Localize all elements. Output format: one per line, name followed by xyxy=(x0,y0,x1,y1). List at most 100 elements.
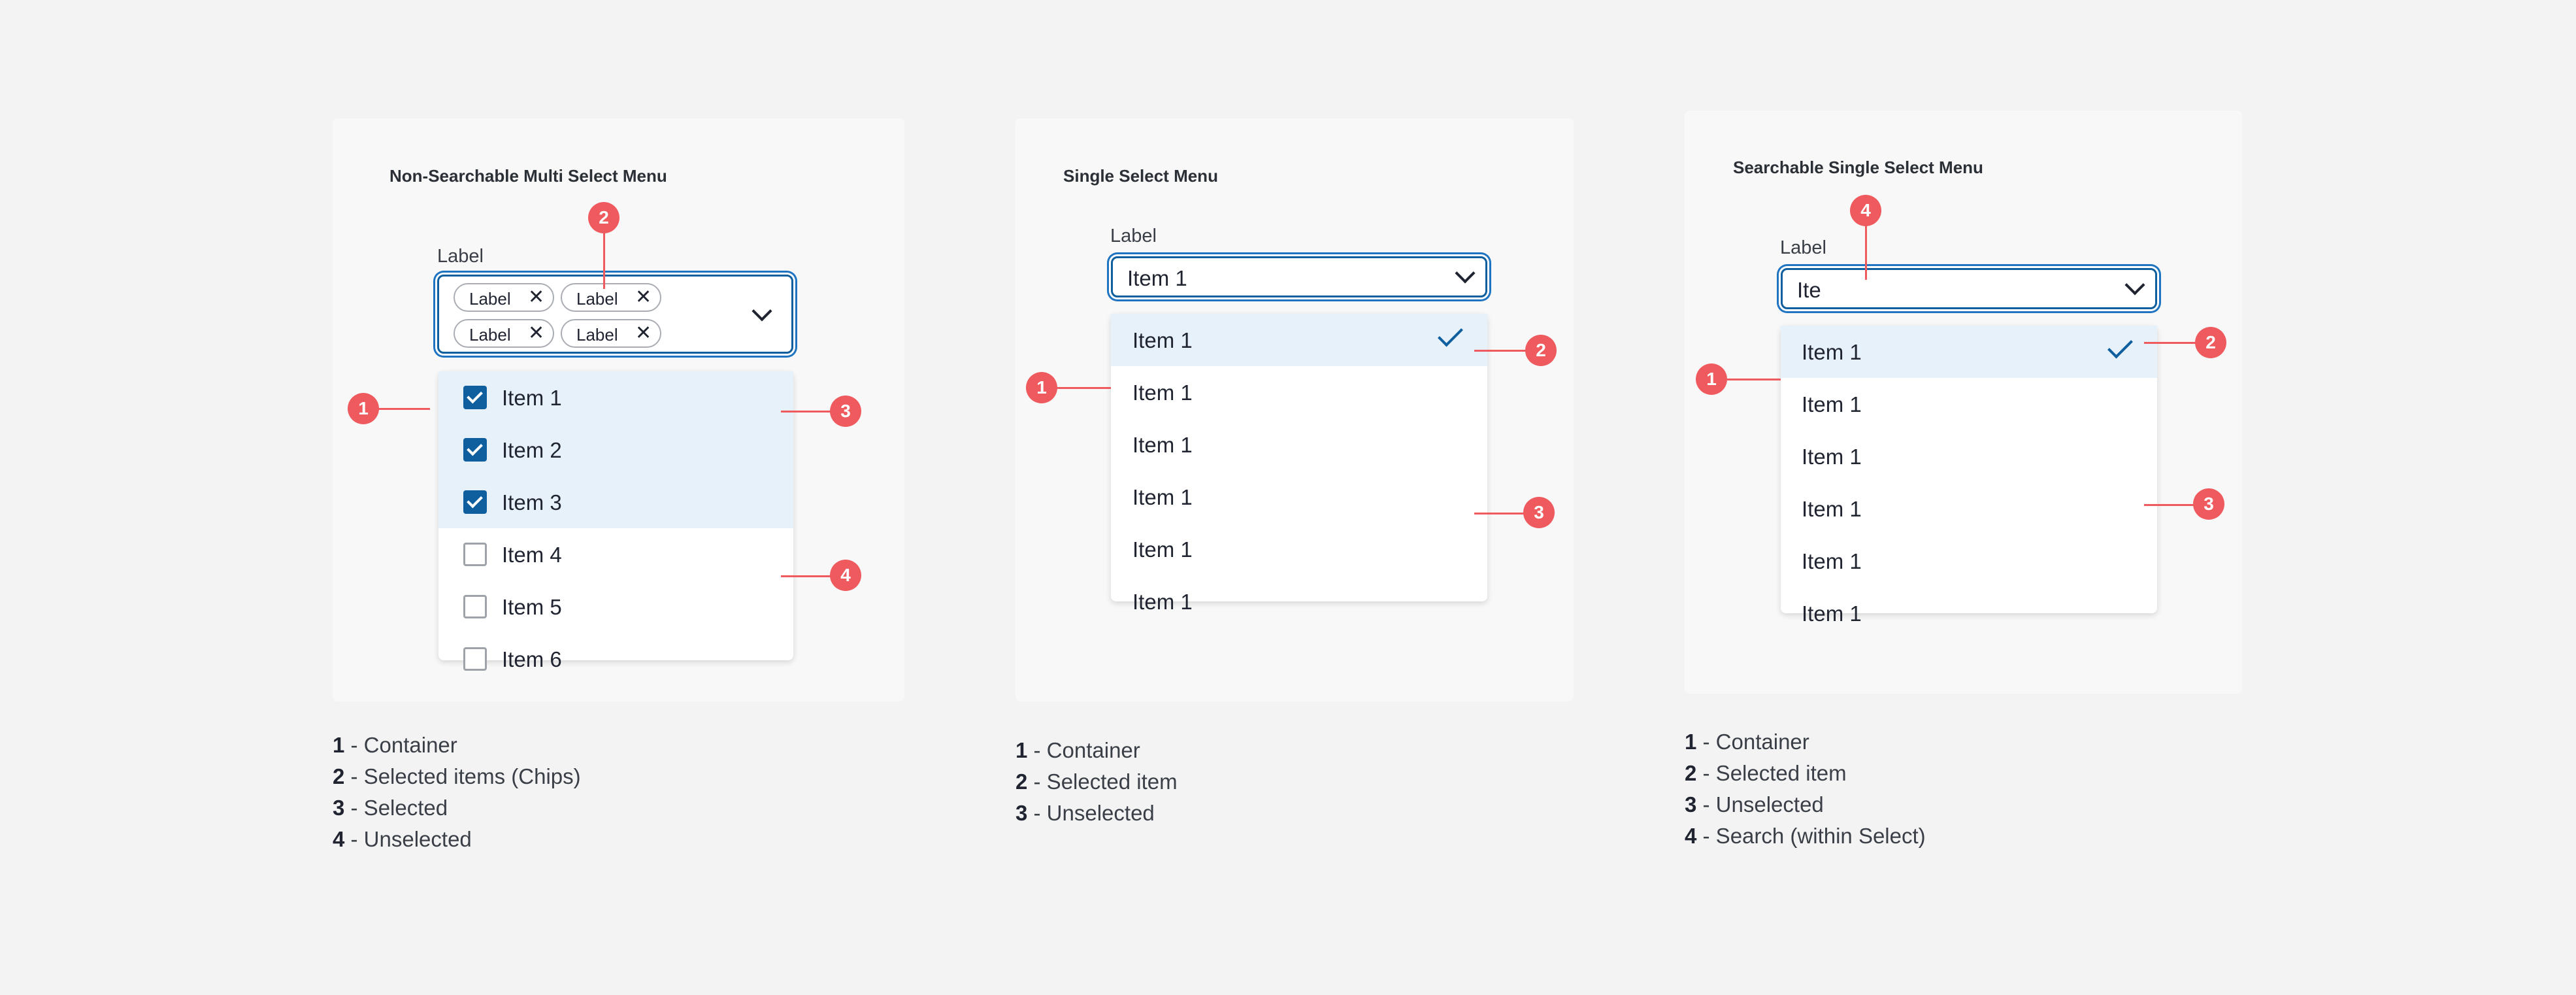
menu-item[interactable]: Item 5 xyxy=(438,581,793,633)
annotation-badge: 1 xyxy=(1026,372,1057,403)
legend-item: 2 - Selected item xyxy=(1016,769,1178,794)
legend: 1 - Container 2 - Selected items (Chips)… xyxy=(333,730,581,855)
legend-item: 4 - Search (within Select) xyxy=(1685,824,1926,848)
menu-item-label: Item 1 xyxy=(1132,328,1193,352)
menu-item[interactable]: Item 1 xyxy=(1781,378,2157,430)
dropdown-menu: Item 1 Item 1 Item 1 Item 1 Item 1 Item … xyxy=(1111,314,1487,614)
menu-item-label: Item 1 xyxy=(1132,380,1193,405)
annotation-line xyxy=(378,408,430,410)
legend: 1 - Container 2 - Selected item 3 - Unse… xyxy=(1016,735,1178,829)
menu-item[interactable]: Item 1 xyxy=(1781,535,2157,587)
annotation-badge: 3 xyxy=(830,396,861,427)
search-value: Ite xyxy=(1797,278,1821,302)
annotation-badge: 1 xyxy=(1696,363,1727,395)
menu-item[interactable]: Item 4 xyxy=(438,528,793,581)
legend-item: 1 - Container xyxy=(1685,730,1809,754)
menu-item[interactable]: Item 1 xyxy=(1781,430,2157,482)
menu-item-label: Item 1 xyxy=(1132,537,1193,562)
annotation-badge: 2 xyxy=(1525,335,1557,366)
chip-label: Label xyxy=(469,289,511,309)
menu-item[interactable]: Item 1 xyxy=(1111,418,1487,471)
menu-item-label: Item 1 xyxy=(1802,340,1862,364)
close-icon[interactable]: ✕ xyxy=(635,286,652,308)
field-label: Label xyxy=(1780,237,1826,258)
menu-item[interactable]: Item 1 xyxy=(1111,366,1487,418)
checkbox-icon[interactable] xyxy=(463,490,487,514)
chip[interactable]: Label ✕ xyxy=(561,283,661,312)
menu-item[interactable]: Item 6 xyxy=(438,633,793,685)
menu-item-label: Item 1 xyxy=(1802,392,1862,416)
annotation-line xyxy=(2144,342,2209,344)
menu-item-label: Item 1 xyxy=(1802,549,1862,573)
annotation-badge: 2 xyxy=(588,202,619,233)
close-icon[interactable]: ✕ xyxy=(528,322,545,344)
annotation-line xyxy=(1057,387,1111,389)
menu-item[interactable]: Item 1 xyxy=(1111,523,1487,575)
chip-label: Label xyxy=(576,289,618,309)
menu-item-label: Item 5 xyxy=(502,595,562,619)
legend-item: 2 - Selected items (Chips) xyxy=(333,764,581,788)
menu-item[interactable]: Item 1 xyxy=(1781,587,2157,639)
single-select-field[interactable]: Item 1 xyxy=(1111,256,1487,297)
checkbox-icon[interactable] xyxy=(463,543,487,566)
legend-item: 1 - Container xyxy=(333,733,457,757)
legend-item: 2 - Selected item xyxy=(1685,761,1847,785)
menu-item[interactable]: Item 1 xyxy=(438,371,793,424)
menu-item[interactable]: Item 1 xyxy=(1111,575,1487,628)
close-icon[interactable]: ✕ xyxy=(528,286,545,308)
menu-item-label: Item 6 xyxy=(502,647,562,671)
legend-item: 1 - Container xyxy=(1016,738,1140,762)
annotation-line xyxy=(1727,379,1781,380)
annotation-badge: 4 xyxy=(1850,195,1881,226)
checkbox-icon[interactable] xyxy=(463,647,487,671)
multi-select-field[interactable]: Label ✕ Label ✕ Label ✕ Label ✕ xyxy=(437,275,793,354)
menu-item[interactable]: Item 1 xyxy=(1781,482,2157,535)
menu-item-label: Item 4 xyxy=(502,543,562,567)
chip-label: Label xyxy=(576,325,618,345)
legend-item: 3 - Selected xyxy=(333,796,448,820)
checkmark-icon xyxy=(2107,333,2133,359)
chevron-down-icon[interactable] xyxy=(1455,263,1476,284)
field-label: Label xyxy=(1110,226,1157,246)
menu-item-label: Item 1 xyxy=(502,386,562,410)
annotation-badge: 3 xyxy=(2193,488,2224,520)
menu-item-label: Item 1 xyxy=(1802,445,1862,469)
select-value: Item 1 xyxy=(1127,266,1187,290)
legend-item: 3 - Unselected xyxy=(1016,801,1155,825)
annotation-line xyxy=(603,233,605,289)
close-icon[interactable]: ✕ xyxy=(635,322,652,344)
panel-title: Searchable Single Select Menu xyxy=(1733,158,1983,177)
menu-item[interactable]: Item 1 xyxy=(1111,314,1487,366)
chip[interactable]: Label ✕ xyxy=(561,319,661,348)
menu-item-label: Item 1 xyxy=(1132,433,1193,457)
search-input[interactable]: Ite xyxy=(1781,268,2157,309)
legend: 1 - Container 2 - Selected item 3 - Unse… xyxy=(1685,726,1926,852)
checkbox-icon[interactable] xyxy=(463,595,487,618)
legend-item: 4 - Unselected xyxy=(333,827,472,851)
menu-item-label: Item 1 xyxy=(1802,601,1862,626)
checkbox-icon[interactable] xyxy=(463,386,487,409)
dropdown-menu: Item 1 Item 1 Item 1 Item 1 Item 1 Item … xyxy=(1781,326,2157,626)
panel-title: Single Select Menu xyxy=(1063,166,1218,186)
annotation-badge: 1 xyxy=(348,393,379,424)
annotation-badge: 4 xyxy=(830,560,861,591)
field-label: Label xyxy=(437,246,484,267)
annotation-line xyxy=(1474,350,1540,352)
dropdown-menu: Item 1 Item 2 Item 3 Item 4 Item 5 Item … xyxy=(438,371,793,671)
menu-item-label: Item 1 xyxy=(1132,485,1193,509)
menu-item[interactable]: Item 1 xyxy=(1781,326,2157,378)
chevron-down-icon[interactable] xyxy=(2124,275,2145,295)
annotation-line xyxy=(2144,504,2209,506)
chevron-down-icon[interactable] xyxy=(751,301,772,322)
annotation-badge: 3 xyxy=(1523,497,1555,528)
menu-item[interactable]: Item 1 xyxy=(1111,471,1487,523)
menu-item[interactable]: Item 3 xyxy=(438,476,793,528)
annotation-line xyxy=(1474,513,1540,514)
chip[interactable]: Label ✕ xyxy=(454,283,554,312)
checkbox-icon[interactable] xyxy=(463,438,487,462)
chip[interactable]: Label ✕ xyxy=(454,319,554,348)
menu-item-label: Item 2 xyxy=(502,438,562,462)
menu-item-label: Item 1 xyxy=(1132,590,1193,614)
menu-item[interactable]: Item 2 xyxy=(438,424,793,476)
annotation-line xyxy=(781,575,841,577)
